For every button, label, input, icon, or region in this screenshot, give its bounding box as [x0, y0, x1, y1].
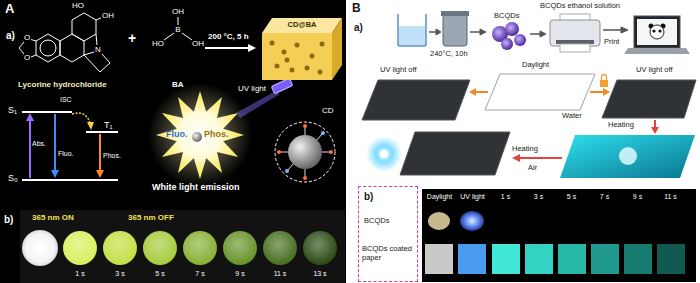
column-header: UV light	[456, 193, 489, 201]
atom-label: N	[95, 45, 101, 54]
white-light-star	[148, 83, 252, 187]
paper-sheets	[362, 74, 696, 178]
atom-label: B	[175, 25, 180, 34]
transition-label: Abs.	[32, 140, 46, 148]
afterglow-band: 365 nm ON 365 nm OFF 1 s 3 s 5 s 7 s 9 s 11 s 13…	[20, 210, 345, 283]
photo-grid: DaylightUV light1 s3 s5 s7 s9 s11 s	[422, 189, 696, 282]
atom-label: OH	[172, 7, 184, 16]
state-label: 365 nm ON	[32, 213, 74, 222]
column-header: 3 s	[522, 193, 555, 201]
time-label: 13 s	[308, 270, 332, 278]
step-label: BCQDs ethanol solution	[540, 2, 620, 11]
lycorine-structure	[19, 13, 110, 72]
compound-name: BA	[172, 80, 184, 89]
panel-letter: A	[5, 2, 14, 17]
laptop	[624, 16, 690, 54]
time-label: 7 s	[188, 270, 212, 278]
column-header: Daylight	[423, 193, 456, 201]
atom-label: HO	[152, 39, 164, 48]
transition-label: Fluo.	[58, 150, 74, 158]
energy-level: T₁	[104, 120, 113, 130]
time-label: 3 s	[108, 270, 132, 278]
reaction-condition: 200 °C, 5 h	[208, 32, 249, 41]
autoclave	[441, 11, 469, 46]
state-label: Daylight	[522, 61, 549, 70]
step-label: Print	[604, 38, 619, 47]
atom-label: O	[24, 33, 30, 42]
atom-label: HO	[72, 1, 84, 10]
step-label: Heating	[608, 121, 634, 130]
step-label: BCQDs	[494, 12, 519, 21]
process-arrows	[469, 88, 659, 162]
step-label: Air	[528, 164, 537, 173]
emission-label: Phos.	[204, 129, 229, 139]
particle-label: CD	[322, 106, 334, 115]
reaction-arrow	[205, 44, 256, 52]
light-label: UV light	[238, 84, 266, 93]
state-label: UV light off	[380, 66, 417, 75]
sample-box: b) BCQDsBCQDs coated paper	[358, 186, 418, 282]
compound-name: Lycorine hydrochloride	[18, 80, 107, 89]
sub-panel-letter: a)	[6, 30, 15, 42]
column-header: 7 s	[588, 193, 621, 201]
atom-label: OH	[192, 39, 204, 48]
energy-level: S₀	[8, 173, 18, 183]
time-label: 11 s	[268, 270, 292, 278]
transition-label: Phos.	[103, 152, 121, 160]
product-block: CD@BA	[262, 18, 342, 80]
plus-sign: +	[128, 30, 136, 46]
state-label: UV light off	[636, 66, 673, 75]
column-header: 5 s	[555, 193, 588, 201]
sub-panel-letter: a)	[354, 22, 363, 34]
photo-cells	[422, 189, 696, 282]
uv-glow	[366, 136, 402, 172]
column-header: 1 s	[489, 193, 522, 201]
atom-label: O	[24, 53, 30, 62]
state-label: 365 nm OFF	[128, 213, 174, 222]
bcqds-particles	[492, 22, 526, 50]
row-label: BCQDs coated paper	[362, 245, 416, 262]
uv-lamp	[236, 78, 293, 118]
time-label: 1 s	[68, 270, 92, 278]
emission-label: Fluo.	[166, 129, 188, 139]
time-label: 9 s	[228, 270, 252, 278]
carbon-dot	[275, 122, 335, 182]
row-label: BCQDs	[364, 217, 389, 226]
atom-label: OH	[102, 11, 114, 20]
step-label: Heating	[512, 145, 538, 154]
transition-label: ISC	[60, 96, 72, 104]
energy-level: S₁	[8, 105, 17, 115]
boric-acid-structure	[164, 17, 192, 40]
panel-letter: B	[352, 2, 361, 16]
reaction-condition: 240°C, 10h	[430, 50, 468, 59]
column-header: 11 s	[654, 193, 687, 201]
product-name: CD@BA	[262, 21, 342, 30]
energy-diagram	[22, 112, 118, 180]
step-label: Water	[562, 112, 582, 121]
printer	[550, 14, 600, 52]
panel-a: A CD@BA 365 nm ON 365 nm OFF 1 s 3 s 5 s 7 s 9…	[0, 0, 346, 283]
emission-caption: White light emission	[152, 182, 240, 192]
lock-icon	[600, 75, 608, 88]
time-label: 5 s	[148, 270, 172, 278]
column-header: 9 s	[621, 193, 654, 201]
beaker	[398, 14, 426, 46]
sub-panel-letter: b)	[364, 191, 373, 203]
sub-panel-letter: b)	[4, 214, 13, 226]
